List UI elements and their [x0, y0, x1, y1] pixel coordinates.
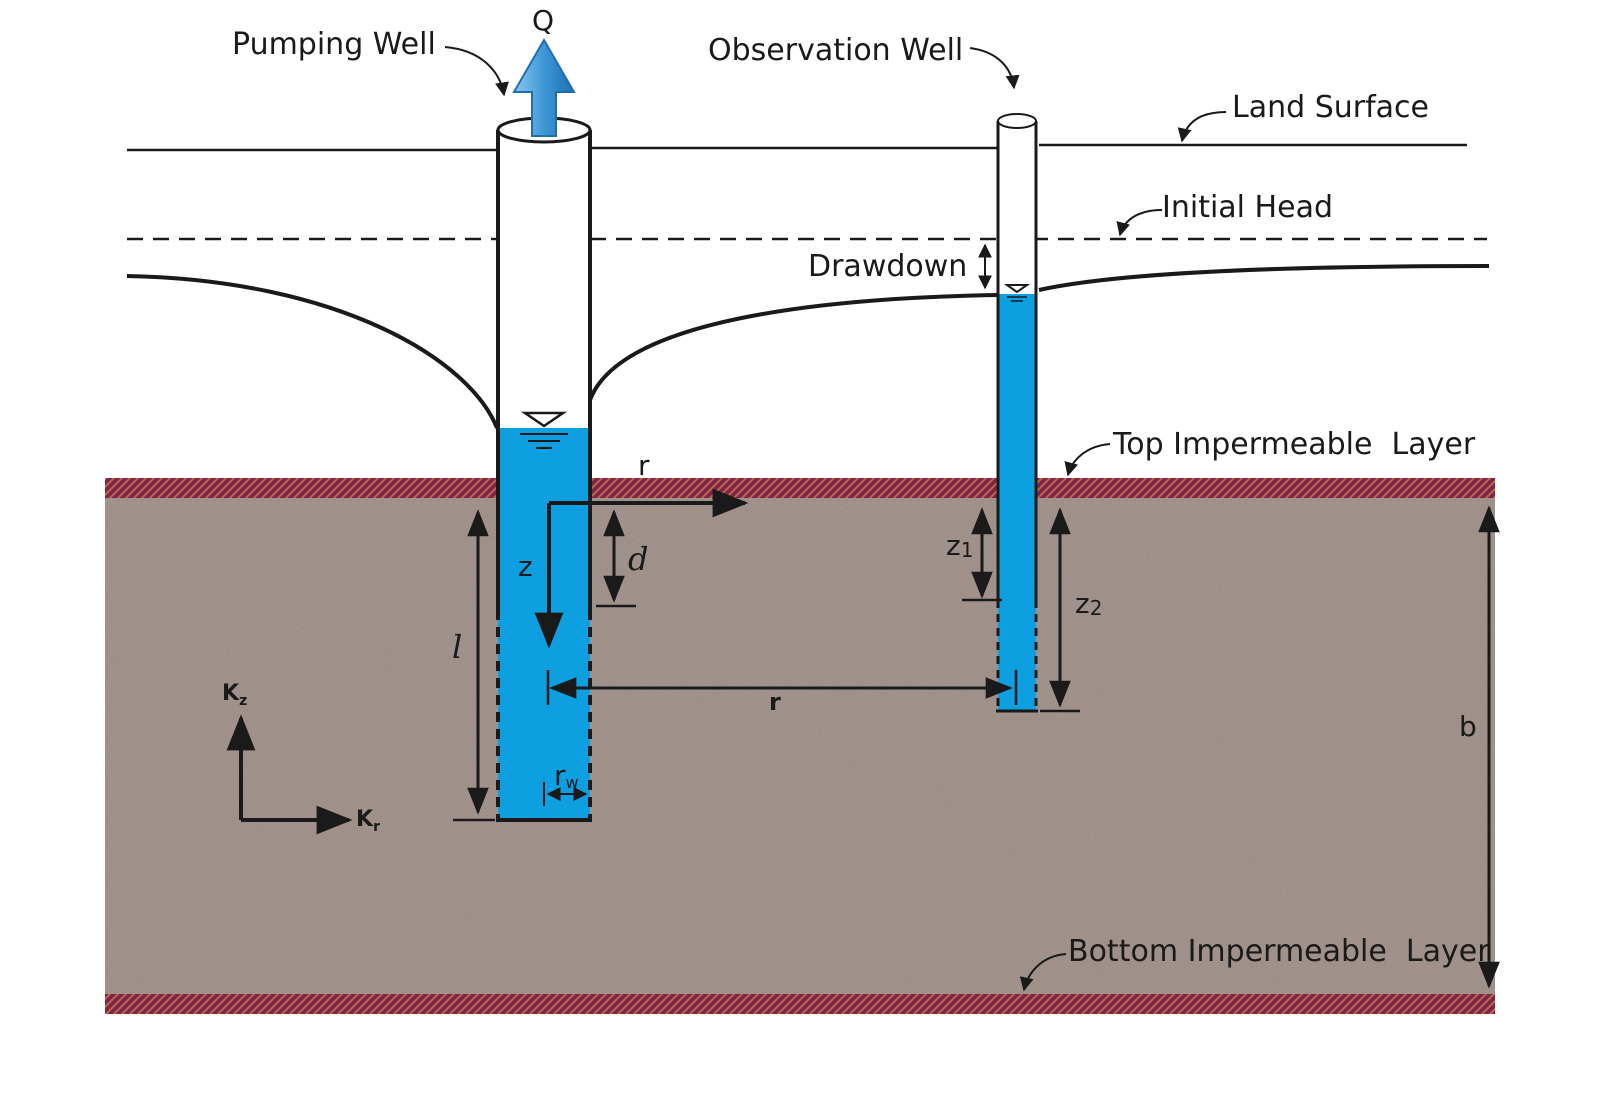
observation-well	[996, 113, 1038, 713]
top-layer-leader	[1064, 443, 1111, 477]
z1-label: z1	[946, 529, 973, 562]
bottom-layer-leader	[1019, 953, 1067, 992]
pumping-well-water-level-icon	[520, 411, 568, 428]
initial-head-label: Initial Head	[1162, 190, 1333, 225]
r-axis-label: r	[638, 449, 650, 482]
observation-well-water	[998, 294, 1036, 711]
r-distance-label: r	[769, 688, 781, 716]
observation-well-leader	[969, 47, 1020, 90]
land-surface-leader	[1177, 111, 1227, 143]
z-axis-label: z	[518, 550, 533, 583]
discharge-label: Q	[532, 4, 554, 37]
observation-well-label: Observation Well	[708, 33, 963, 68]
pumping-well-leader	[444, 46, 509, 97]
kr-label: Kr	[356, 807, 380, 835]
aquifer	[105, 496, 1495, 994]
pumping-well-water	[498, 428, 590, 820]
rw-label: rw	[554, 759, 579, 792]
pumping-well-label: Pumping Well	[232, 27, 436, 62]
drawdown-cone-far-right	[1038, 264, 1490, 292]
bottom-layer-label: Bottom Impermeable Layer	[1068, 934, 1490, 969]
pumping-well	[496, 116, 592, 822]
kz-label: Kz	[222, 681, 247, 709]
drawdown-cone-right	[588, 293, 999, 401]
observation-well-top	[997, 113, 1037, 129]
b-label: b	[1459, 710, 1477, 743]
discharge-arrow-icon	[512, 37, 576, 137]
drawdown-label: Drawdown	[808, 249, 967, 284]
z2-label: z2	[1075, 587, 1102, 620]
drawdown-cone-left	[126, 274, 499, 429]
top-impermeable-layer	[105, 478, 1495, 498]
l-label: l	[452, 628, 462, 666]
observation-well-water-level-icon	[1003, 284, 1031, 294]
bottom-impermeable-layer	[105, 994, 1495, 1014]
d-label: d	[628, 540, 648, 578]
land-surface-label: Land Surface	[1232, 90, 1429, 125]
top-layer-label: Top Impermeable Layer	[1112, 427, 1476, 462]
initial-head-leader	[1116, 209, 1163, 237]
